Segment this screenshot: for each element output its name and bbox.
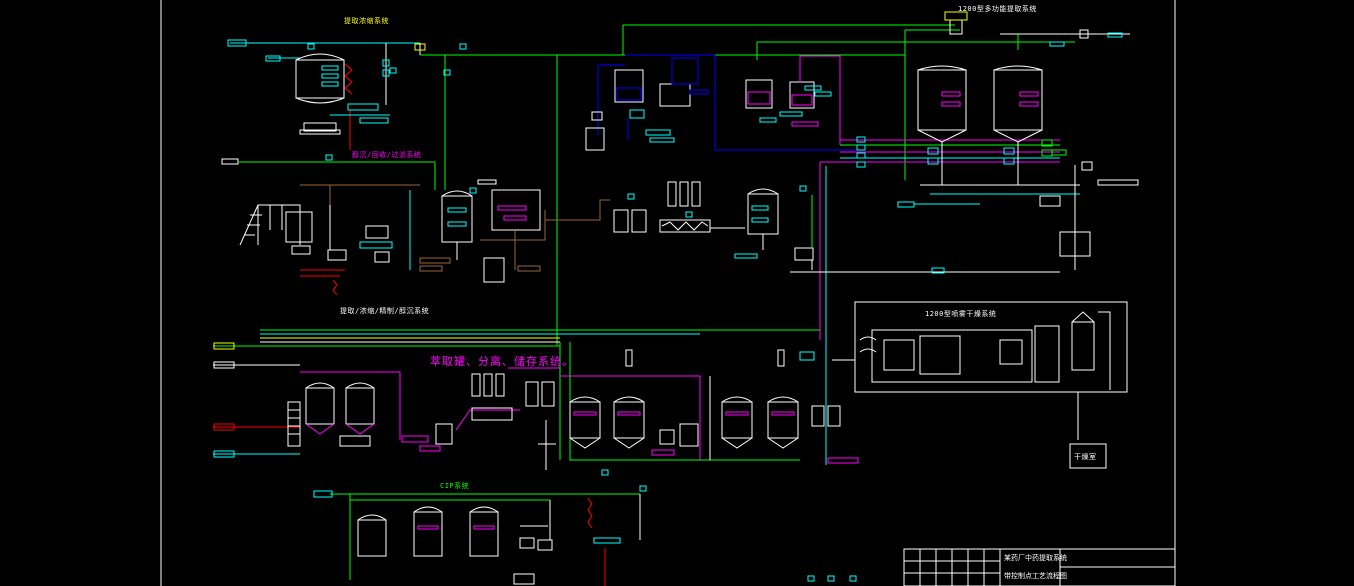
- label-drying-room: 干燥室: [1074, 453, 1097, 461]
- bottom-cip-system: [313, 490, 641, 586]
- left-lower-system: [213, 329, 820, 470]
- label-spray-dryer: 1200型喷雾干燥系统: [925, 310, 997, 318]
- top-right-extraction-system: [897, 11, 1139, 270]
- label-extract-concentrate: 提取浓缩系统: [344, 17, 389, 25]
- label-separation-storage: 萃取罐、分离、储存系统。: [430, 355, 574, 368]
- label-extract-refine: 提取/浓缩/精制/醇沉系统: [340, 307, 430, 315]
- title-block-line2: 带控制点工艺流程图: [1004, 572, 1067, 580]
- label-multifunction-extraction: 1200型多功能提取系统: [958, 5, 1037, 13]
- top-center-magenta-system: [745, 55, 841, 145]
- left-middle-system: [221, 158, 546, 296]
- top-center-blue-system: [585, 54, 860, 151]
- drawing-frame: [160, 0, 1176, 586]
- spray-dryer-box: [825, 301, 1128, 469]
- connector-pipes-right: [819, 136, 1060, 340]
- label-precipitate-recover: 醇沉/回收/过滤系统: [352, 151, 422, 159]
- instrument-tags: [307, 43, 857, 582]
- label-cip: CIP系统: [440, 482, 470, 490]
- title-block-line1: 某药厂中药提取系统: [1004, 554, 1067, 562]
- center-lower-system: [560, 342, 859, 464]
- top-left-system: [227, 39, 426, 150]
- title-block: [903, 548, 1176, 586]
- center-middle-system: [545, 181, 1060, 274]
